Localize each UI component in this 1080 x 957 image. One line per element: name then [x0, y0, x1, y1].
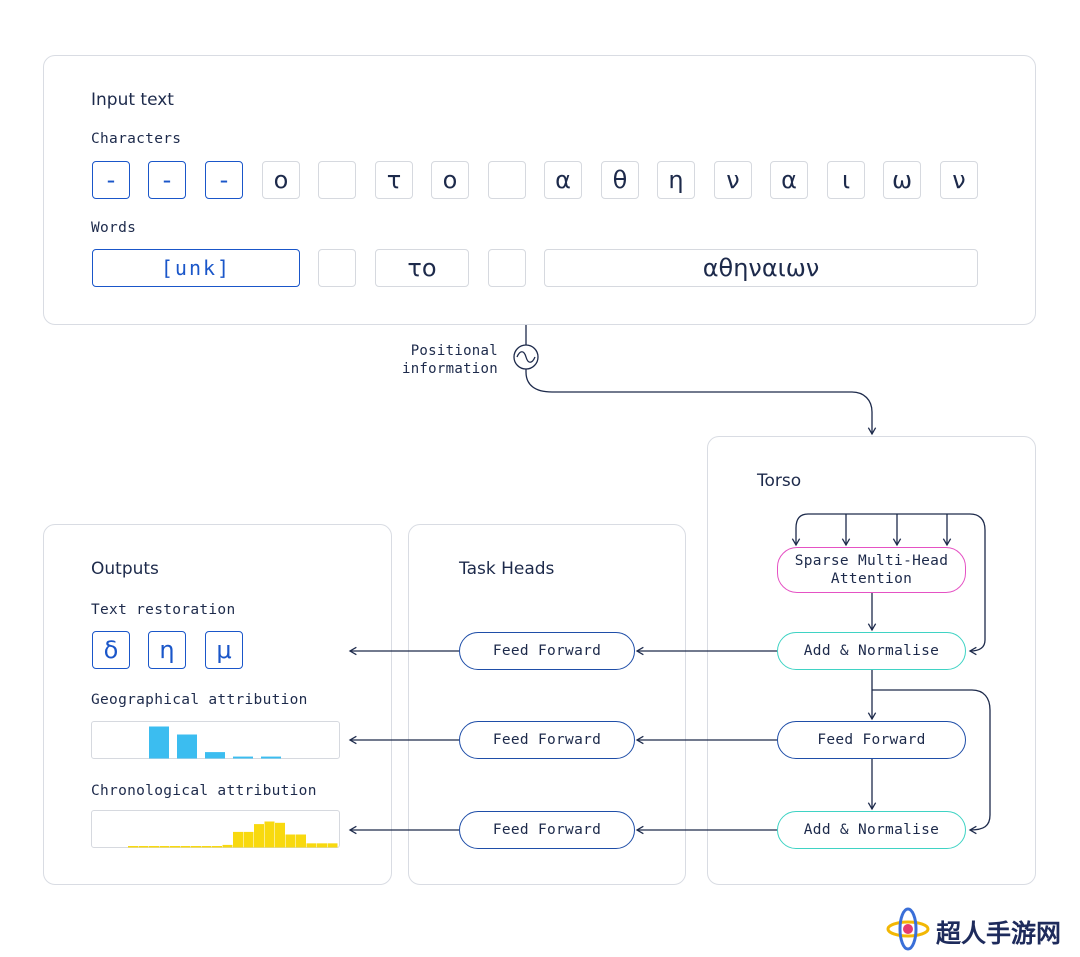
add-normalise-block-1: Add & Normalise [777, 632, 966, 670]
char-cell: ο [431, 161, 469, 199]
site-logo: 超人手游网 [884, 906, 1074, 952]
task-head-feed-forward-1: Feed Forward [459, 632, 635, 670]
characters-label: Characters [91, 131, 182, 147]
geographical-attribution-chart [149, 726, 281, 759]
logo-text: 超人手游网 [936, 919, 1062, 948]
chronological-bar [170, 846, 180, 848]
chronological-bar [212, 846, 222, 848]
geographical-bar [149, 726, 169, 759]
attention-line-1: Sparse Multi-Head [794, 553, 949, 569]
chronological-attribution-label: Chronological attribution [91, 783, 317, 799]
geographical-bar [205, 752, 225, 759]
geographical-bar [177, 734, 197, 759]
residual-2-wire [872, 689, 991, 835]
char-cell: α [770, 161, 808, 199]
input-text-heading: Input text [91, 90, 174, 110]
word-cell-unk: [unk] [92, 249, 300, 287]
chronological-bar [180, 846, 191, 848]
char-cell: ν [714, 161, 752, 199]
chronological-bar [191, 846, 201, 848]
geographical-bar [261, 756, 281, 759]
char-cell: τ [375, 161, 413, 199]
atom-logo-icon [886, 907, 930, 951]
word-cell: το [375, 249, 469, 287]
char-cell: θ [601, 161, 639, 199]
attention-line-2: Attention [830, 571, 913, 587]
sparse-attention-block: Sparse Multi-Head Attention [777, 547, 966, 593]
chronological-bar [317, 843, 327, 848]
char-cell: α [544, 161, 582, 199]
char-cell: - [205, 161, 243, 199]
geographical-attribution-label: Geographical attribution [91, 692, 308, 708]
restored-char: δ [92, 631, 130, 669]
chronological-bar [296, 834, 306, 848]
chronological-bar [233, 831, 243, 848]
positional-line-1: Positional [410, 343, 498, 359]
words-label: Words [91, 220, 137, 236]
word-cell [488, 249, 526, 287]
task-heads-panel [408, 524, 686, 885]
chronological-bar [285, 834, 296, 848]
char-cell: - [148, 161, 186, 199]
positional-to-torso-wire [525, 369, 877, 436]
chronological-bar [327, 843, 338, 848]
char-cell: ο [262, 161, 300, 199]
sine-wave-icon [516, 351, 536, 363]
torso-heading: Torso [757, 471, 802, 491]
geographical-bar [233, 756, 253, 759]
chronological-bar [306, 843, 317, 848]
chronological-bar [264, 821, 275, 848]
char-cell: ω [883, 161, 921, 199]
outputs-heading: Outputs [91, 559, 159, 579]
char-cell [488, 161, 526, 199]
positional-line-2: information [401, 361, 498, 377]
char-cell: ι [827, 161, 865, 199]
chronological-bar [275, 822, 285, 848]
char-cell: ν [940, 161, 978, 199]
chronological-attribution-chart [128, 821, 338, 848]
task-head-feed-forward-3: Feed Forward [459, 811, 635, 849]
chronological-bar [159, 846, 170, 848]
chronological-bar [222, 844, 233, 848]
char-cell: η [657, 161, 695, 199]
chronological-bar [138, 846, 149, 848]
attention-input-wire [791, 513, 986, 640]
torso-feed-forward-block: Feed Forward [777, 721, 966, 759]
restored-char: μ [205, 631, 243, 669]
chronological-bar [149, 846, 159, 848]
chronological-bar [254, 824, 264, 848]
char-cell [318, 161, 356, 199]
word-cell [318, 249, 356, 287]
task-head-feed-forward-2: Feed Forward [459, 721, 635, 759]
word-cell: αθηναιων [544, 249, 978, 287]
chronological-bar [128, 846, 138, 848]
text-restoration-label: Text restoration [91, 602, 236, 618]
add-normalise-block-2: Add & Normalise [777, 811, 966, 849]
chronological-chart-box [91, 810, 340, 848]
positional-information-label: Positional information [378, 342, 498, 378]
char-cell: - [92, 161, 130, 199]
chronological-bar [243, 831, 254, 848]
task-heads-heading: Task Heads [459, 559, 555, 579]
geographical-chart-box [91, 721, 340, 759]
chronological-bar [201, 846, 212, 848]
residual-1-wire [968, 639, 986, 656]
restored-char: η [148, 631, 186, 669]
